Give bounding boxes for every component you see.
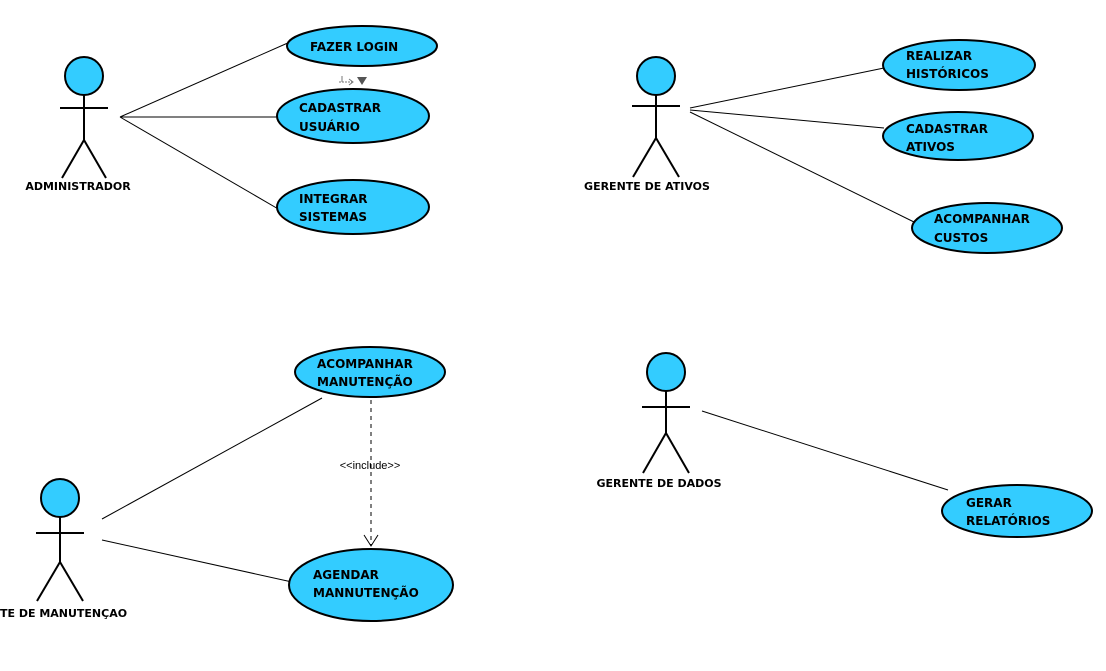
svg-text:CADASTRAR: CADASTRAR [299,101,381,115]
use-case-agendar-manutencao[interactable]: AGENDAR MANNUTENÇÃO [288,548,454,622]
actor-gerente-de-dados[interactable]: GERENTE DE DADOS [596,352,722,490]
svg-text:FAZER LOGIN: FAZER LOGIN [310,40,398,54]
actor-head-icon [646,352,686,392]
svg-text:ACOMPANHAR: ACOMPANHAR [317,357,413,371]
actor-head-icon [64,56,104,96]
svg-text:HISTÓRICOS: HISTÓRICOS [906,66,989,81]
svg-text:CUSTOS: CUSTOS [934,231,988,245]
actor-label: TE DE MANUTENÇAO [0,607,127,620]
assoc-admin-fazer-login [119,41,291,118]
svg-text:ACOMPANHAR: ACOMPANHAR [934,212,1030,226]
svg-text:CADASTRAR: CADASTRAR [906,122,988,136]
use-case-gerar-relatorios[interactable]: GERAR RELATÓRIOS [941,484,1093,538]
associations [101,41,949,583]
svg-text:ATIVOS: ATIVOS [906,140,955,154]
use-case-realizar-historicos[interactable]: REALIZAR HISTÓRICOS [882,39,1036,91]
actor-head-icon [40,478,80,518]
actor-gerente-de-manutencao[interactable]: TE DE MANUTENÇAO [0,478,127,620]
include-dependency: <<include>> [340,400,401,547]
actor-label: ADMINISTRADOR [25,180,131,193]
use-case-acompanhar-manutencao[interactable]: ACOMPANHAR MANUTENÇÃO [294,346,446,398]
svg-text:RELATÓRIOS: RELATÓRIOS [966,513,1050,528]
svg-text:REALIZAR: REALIZAR [906,49,972,63]
actor-administrador[interactable]: ADMINISTRADOR [25,56,131,193]
assoc-ativos-acompanhar-custos [689,111,915,223]
actor-gerente-de-ativos[interactable]: GERENTE DE ATIVOS [584,56,710,193]
assoc-ativos-cadastrar-ativos [689,109,885,129]
include-arrow-head [363,534,379,547]
svg-text:MANUTENÇÃO: MANUTENÇÃO [317,374,413,389]
svg-text:INTEGRAR: INTEGRAR [299,192,368,206]
mini-toolbar-icon [339,76,367,86]
svg-text:SISTEMAS: SISTEMAS [299,210,367,224]
use-case-integrar-sistemas[interactable]: INTEGRAR SISTEMAS [276,179,430,235]
use-case-cadastrar-ativos[interactable]: CADASTRAR ATIVOS [882,111,1034,161]
use-case-acompanhar-custos[interactable]: ACOMPANHAR CUSTOS [911,202,1063,254]
assoc-manut-acompanhar-manutencao [101,397,323,520]
actor-label: GERENTE DE ATIVOS [584,180,710,193]
use-case-cadastrar-usuario[interactable]: CADASTRAR USUÁRIO [276,88,430,144]
assoc-ativos-realizar-historicos [689,67,885,109]
assoc-manut-agendar-manutencao [101,539,293,583]
svg-text:AGENDAR: AGENDAR [313,568,379,582]
assoc-admin-integrar-sistemas [119,116,281,211]
svg-text:GERAR: GERAR [966,496,1012,510]
use-case-fazer-login[interactable]: FAZER LOGIN [286,25,438,67]
assoc-dados-gerar-relatorios [701,410,949,491]
svg-text:USUÁRIO: USUÁRIO [299,119,360,134]
include-label: <<include>> [340,460,401,472]
actor-label: GERENTE DE DADOS [596,477,721,490]
actor-head-icon [636,56,676,96]
svg-text:MANNUTENÇÃO: MANNUTENÇÃO [313,585,419,600]
